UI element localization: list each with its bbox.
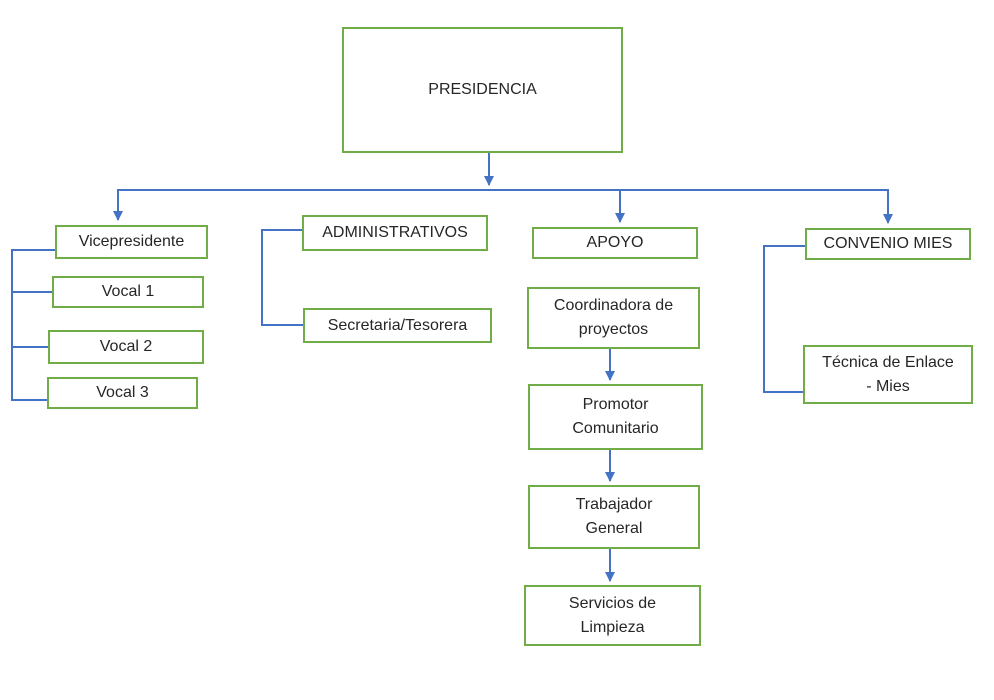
node-coordinadora-proyectos: Coordinadora de proyectos: [527, 287, 700, 349]
node-apoyo: APOYO: [532, 227, 698, 259]
node-convenio-mies: CONVENIO MIES: [805, 228, 971, 260]
node-vocal-3: Vocal 3: [47, 377, 198, 409]
edge-bracket-vicepresidente: [11, 249, 55, 401]
node-vocal-2: Vocal 2: [48, 330, 204, 364]
node-servicios-limpieza: Servicios de Limpieza: [524, 585, 701, 646]
edge-bracket-administrativos: [261, 229, 303, 326]
node-vocal-1: Vocal 1: [52, 276, 204, 308]
node-trabajador-general: Trabajador General: [528, 485, 700, 549]
node-secretaria-tesorera: Secretaria/Tesorera: [303, 308, 492, 343]
node-vicepresidente: Vicepresidente: [55, 225, 208, 259]
node-administrativos: ADMINISTRATIVOS: [302, 215, 488, 251]
node-tecnica-enlace-mies: Técnica de Enlace - Mies: [803, 345, 973, 404]
node-presidencia: PRESIDENCIA: [342, 27, 623, 153]
edge-bracket-convenio: [763, 245, 805, 393]
node-promotor-comunitario: Promotor Comunitario: [528, 384, 703, 450]
